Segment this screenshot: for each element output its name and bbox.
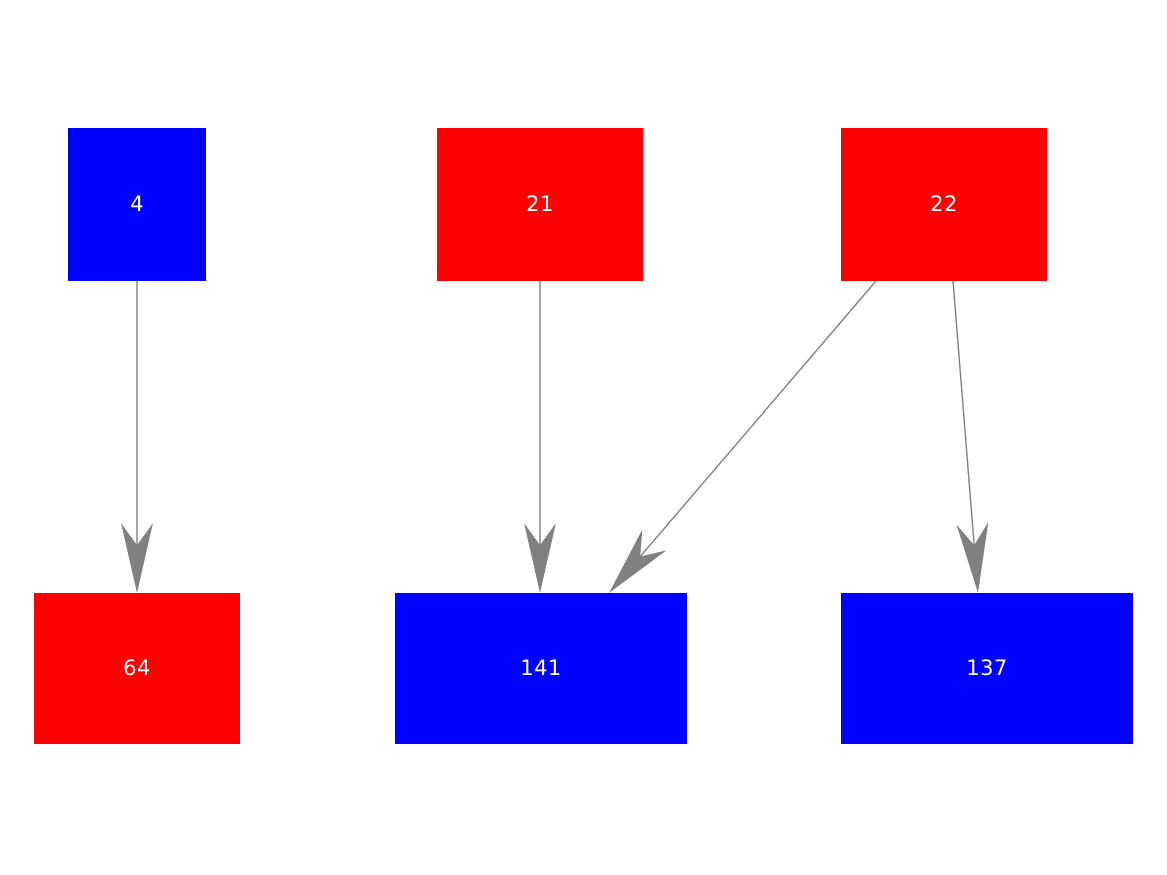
node-label: 64 xyxy=(123,656,151,680)
node-label: 22 xyxy=(930,192,958,216)
arrowhead-icon xyxy=(956,521,989,593)
graph-node-137[interactable]: 137 xyxy=(841,593,1133,744)
edge-21-to-141 xyxy=(524,281,556,593)
graph-node-141[interactable]: 141 xyxy=(395,593,687,744)
arrowhead-icon xyxy=(524,523,556,593)
edge-22-to-137 xyxy=(952,280,989,593)
graph-node-22[interactable]: 22 xyxy=(841,128,1047,281)
graph-node-21[interactable]: 21 xyxy=(437,128,643,281)
node-label: 21 xyxy=(526,192,554,216)
graph-node-4[interactable]: 4 xyxy=(68,128,206,281)
edge-4-to-64 xyxy=(121,281,153,593)
graph-node-64[interactable]: 64 xyxy=(34,593,240,744)
edge-22-to-141 xyxy=(609,280,877,593)
node-label: 141 xyxy=(520,656,562,680)
arrowhead-icon xyxy=(609,529,667,593)
node-label: 137 xyxy=(966,656,1008,680)
edge-line xyxy=(637,280,877,561)
edge-line xyxy=(952,280,976,550)
arrowhead-icon xyxy=(121,523,153,593)
node-label: 4 xyxy=(130,192,144,216)
